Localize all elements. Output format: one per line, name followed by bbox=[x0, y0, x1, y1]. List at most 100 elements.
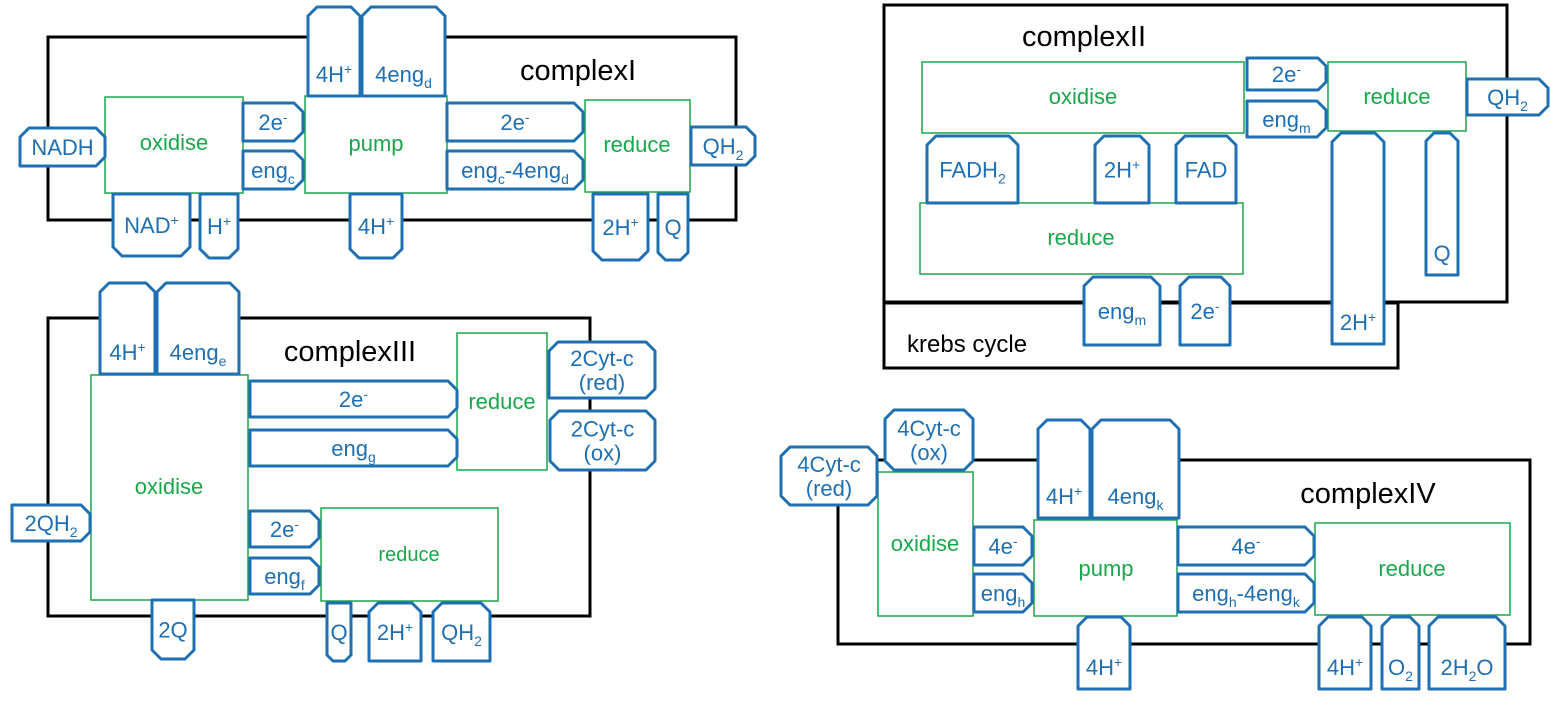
complex-ii-2h-plus-tall-tag: 2H+ bbox=[1330, 131, 1386, 346]
complex-i-h-plus-tag: H+ bbox=[198, 192, 240, 260]
tag-outline bbox=[445, 101, 585, 143]
tag-label: NADH bbox=[31, 135, 93, 160]
tag-label: 4Cyt-c bbox=[797, 452, 861, 477]
tag-label: 4H+ bbox=[1327, 654, 1363, 680]
tag-outline bbox=[18, 126, 107, 168]
tag-outline bbox=[348, 192, 404, 260]
tag-label: QH2 bbox=[703, 134, 744, 163]
tag-label: 4H+ bbox=[1046, 483, 1082, 509]
tag-outline bbox=[360, 5, 447, 98]
complex-iii-qh2-tag: QH2 bbox=[431, 601, 492, 663]
complex-iii-2h-plus-tag: 2H+ bbox=[367, 601, 423, 663]
complex-iv-title: complexIV bbox=[1300, 478, 1436, 510]
tag-label: H+ bbox=[207, 213, 231, 239]
svg-text:oxidise: oxidise bbox=[891, 531, 959, 556]
tag-label: (ox) bbox=[584, 441, 622, 466]
tag-outline bbox=[1245, 99, 1328, 139]
tag-label: engm bbox=[1262, 107, 1310, 136]
complex-iv-4h-plus-bottom-tag: 4H+ bbox=[1076, 615, 1132, 691]
tag-label: 2H+ bbox=[1340, 309, 1376, 335]
complex-iv-4cyt-c-ox-tag: 4Cyt-c(ox) bbox=[883, 408, 975, 472]
tag-outline bbox=[1245, 56, 1328, 92]
tag-label: (red) bbox=[806, 476, 852, 501]
tag-outline bbox=[1330, 131, 1386, 346]
complex-iii-title: complexIII bbox=[284, 336, 416, 368]
svg-text:pump: pump bbox=[348, 131, 403, 156]
complex-i-oxidise-box: oxidise bbox=[104, 96, 244, 194]
tag-label: 2H2O bbox=[1440, 655, 1493, 684]
complex-ii-eng-m-bottom-tag: engm bbox=[1082, 275, 1162, 347]
tag-outline bbox=[689, 125, 757, 167]
tag-label: 2e- bbox=[270, 516, 299, 542]
tag-label: 2e- bbox=[1272, 61, 1301, 87]
tag-outline bbox=[1082, 275, 1162, 347]
tag-label: 4e- bbox=[988, 533, 1017, 559]
tag-label: 4Cyt-c bbox=[897, 416, 961, 441]
complex-iv-4cyt-c-red-tag: 4Cyt-c(red) bbox=[779, 445, 879, 507]
tag-label: QH2 bbox=[441, 620, 482, 649]
tag-outline bbox=[656, 192, 690, 262]
tag-outline bbox=[241, 101, 305, 143]
tag-outline bbox=[547, 340, 657, 400]
tag-outline bbox=[306, 5, 362, 98]
tag-label: engg bbox=[331, 436, 376, 465]
svg-text:oxidise: oxidise bbox=[140, 130, 208, 155]
complex-iv-4h-plus-top-tag: 4H+ bbox=[1036, 418, 1092, 520]
complex-ii-qh2-tag: QH2 bbox=[1465, 77, 1550, 117]
tag-outline bbox=[883, 408, 975, 472]
tag-label: 2H+ bbox=[377, 619, 413, 645]
tag-label: QH2 bbox=[1487, 85, 1528, 114]
tag-label: 2H+ bbox=[602, 214, 638, 240]
tag-label: 2H+ bbox=[1104, 157, 1140, 183]
svg-text:reduce: reduce bbox=[468, 389, 535, 414]
tag-outline bbox=[1424, 131, 1460, 277]
complex-i-nadh-tag: NADH bbox=[18, 126, 107, 168]
complex-ii-reduce-bottom-box: reduce bbox=[919, 202, 1244, 275]
svg-text:reduce: reduce bbox=[378, 544, 439, 566]
tag-label: 2e- bbox=[258, 109, 287, 135]
complex-iii-4h-plus-top-tag: 4H+ bbox=[98, 281, 157, 376]
complex-ii-2e-top-tag: 2e- bbox=[1245, 56, 1328, 92]
tag-outline bbox=[972, 572, 1034, 614]
tag-outline bbox=[150, 598, 196, 661]
tag-outline bbox=[10, 503, 92, 543]
tag-label: 2e- bbox=[1190, 298, 1219, 324]
tag-label: 4engd bbox=[375, 62, 432, 91]
complex-iv-oxidise-box: oxidise bbox=[877, 471, 974, 617]
tag-outline bbox=[1174, 134, 1238, 205]
complex-iii-2q-tag: 2Q bbox=[150, 598, 196, 661]
complex-iv-4e-tag-a: 4e- bbox=[972, 525, 1034, 567]
complex-i-reduce-box: reduce bbox=[584, 99, 691, 193]
svg-text:reduce: reduce bbox=[1047, 225, 1114, 250]
svg-text:reduce: reduce bbox=[1378, 556, 1445, 581]
tag-outline bbox=[1178, 275, 1232, 347]
tag-label: 4H+ bbox=[1086, 654, 1122, 680]
tag-label: 4engk bbox=[1108, 484, 1165, 513]
complex-iv-pump-box: pump bbox=[1033, 519, 1178, 617]
complex-iv-2h2o-tag: 2H2O bbox=[1427, 615, 1507, 691]
tag-label: 4H+ bbox=[109, 339, 145, 365]
complex-i-title: complexI bbox=[520, 55, 636, 87]
svg-text:reduce: reduce bbox=[603, 132, 670, 157]
tag-outline bbox=[1317, 615, 1373, 691]
svg-text:pump: pump bbox=[1078, 556, 1133, 581]
svg-text:reduce: reduce bbox=[1363, 84, 1430, 109]
tag-label: engh-4engk bbox=[1192, 581, 1301, 610]
tag-label: 2e- bbox=[339, 386, 368, 412]
tag-label: FAD bbox=[1185, 158, 1228, 183]
complex-iv-4e-tag-b: 4e- bbox=[1176, 525, 1316, 567]
tag-outline bbox=[111, 192, 192, 258]
tag-outline bbox=[325, 601, 353, 663]
tag-outline bbox=[1036, 418, 1092, 520]
complex-iii-4eng-e-tag: 4enge bbox=[155, 281, 241, 376]
complex-iv-reduce-box: reduce bbox=[1314, 522, 1511, 616]
complex-i-eng-c-tag: engc bbox=[241, 149, 305, 191]
tag-label: 2Cyt-c bbox=[570, 346, 634, 371]
complex-i-eng-c-minus-4eng-d-tag: engc-4engd bbox=[445, 149, 585, 191]
tag-outline bbox=[548, 409, 657, 472]
tag-outline bbox=[431, 601, 492, 663]
tag-outline bbox=[1176, 525, 1316, 567]
svg-text:oxidise: oxidise bbox=[135, 474, 203, 499]
complex-i-q-tag: Q bbox=[656, 192, 690, 262]
tag-outline bbox=[1380, 615, 1421, 691]
